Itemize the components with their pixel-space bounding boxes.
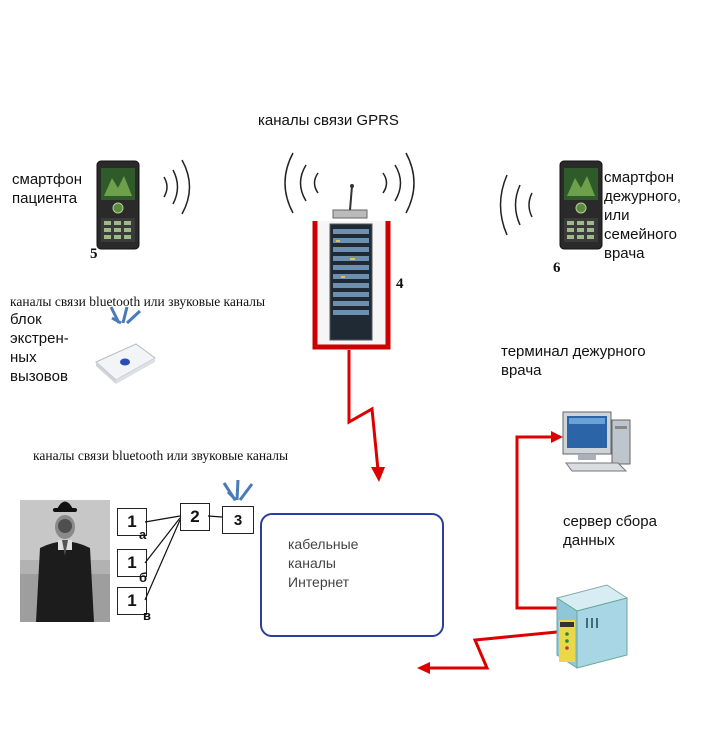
server-to-terminal-arrowhead <box>551 431 563 443</box>
sensor-box-b-label: 1 <box>127 553 137 572</box>
bluetooth-channels-bottom: каналы связи bluetooth или звуковые кана… <box>33 448 289 463</box>
sensor-box-c-label: 1 <box>127 591 137 610</box>
sensor-box-a: 1 <box>117 508 147 536</box>
transmitter-box: 3 <box>222 506 254 534</box>
patient-figure-image <box>20 500 110 622</box>
patient-phone-label: смартфон пациента <box>12 171 83 207</box>
server-rack-number: 4 <box>396 276 404 292</box>
terminal-label: терминал дежурного врача <box>501 343 646 379</box>
internet-cloud-box: кабельные каналы Интернет <box>260 513 444 637</box>
server-rack-icon <box>312 184 391 350</box>
server-to-terminal-link <box>515 435 557 610</box>
transmitter-box-label: 3 <box>233 511 243 529</box>
server-collect-label: сервер сбора данных <box>563 513 657 549</box>
doctor-smartphone-icon <box>559 160 603 250</box>
hub-box: 2 <box>180 503 210 531</box>
internet-label: кабельные каналы Интернет <box>288 536 359 590</box>
server-to-internet-link <box>428 630 558 670</box>
doctor-wave-icon <box>499 174 533 236</box>
patient-smartphone-icon <box>96 160 140 250</box>
terminal-computer-icon <box>562 411 631 472</box>
emergency-block-label: блок экстрен- ных вызовов <box>10 311 69 385</box>
transmitter-antenna-icon <box>222 479 254 502</box>
sensor-box-a-label: 1 <box>127 512 137 531</box>
gprs-wave-icon <box>284 152 415 214</box>
patient-phone-number: 5 <box>90 246 98 262</box>
sensor-b-sub: б <box>139 570 148 585</box>
emergency-block-icon <box>95 306 156 384</box>
doctor-phone-label: смартфон дежурного, или семейного врача <box>604 169 682 262</box>
rack-to-internet-arrowhead <box>371 467 385 482</box>
patient-wave-icon <box>163 159 191 215</box>
server-to-internet-arrowhead <box>417 662 430 674</box>
data-server-device-icon <box>555 584 629 669</box>
bluetooth-channels-top: каналы связи bluetooth или звуковые кана… <box>10 294 266 309</box>
sensor-box-c: 1 <box>117 587 147 615</box>
sensor-a-sub: а <box>139 527 147 542</box>
gprs-title: каналы связи GPRS <box>258 112 399 129</box>
sensor-box-b: 1 <box>117 549 147 577</box>
doctor-phone-number: 6 <box>553 260 561 276</box>
sensor-c-sub: в <box>143 608 151 623</box>
hub-box-label: 2 <box>190 507 200 526</box>
rack-to-internet-link <box>347 350 380 471</box>
